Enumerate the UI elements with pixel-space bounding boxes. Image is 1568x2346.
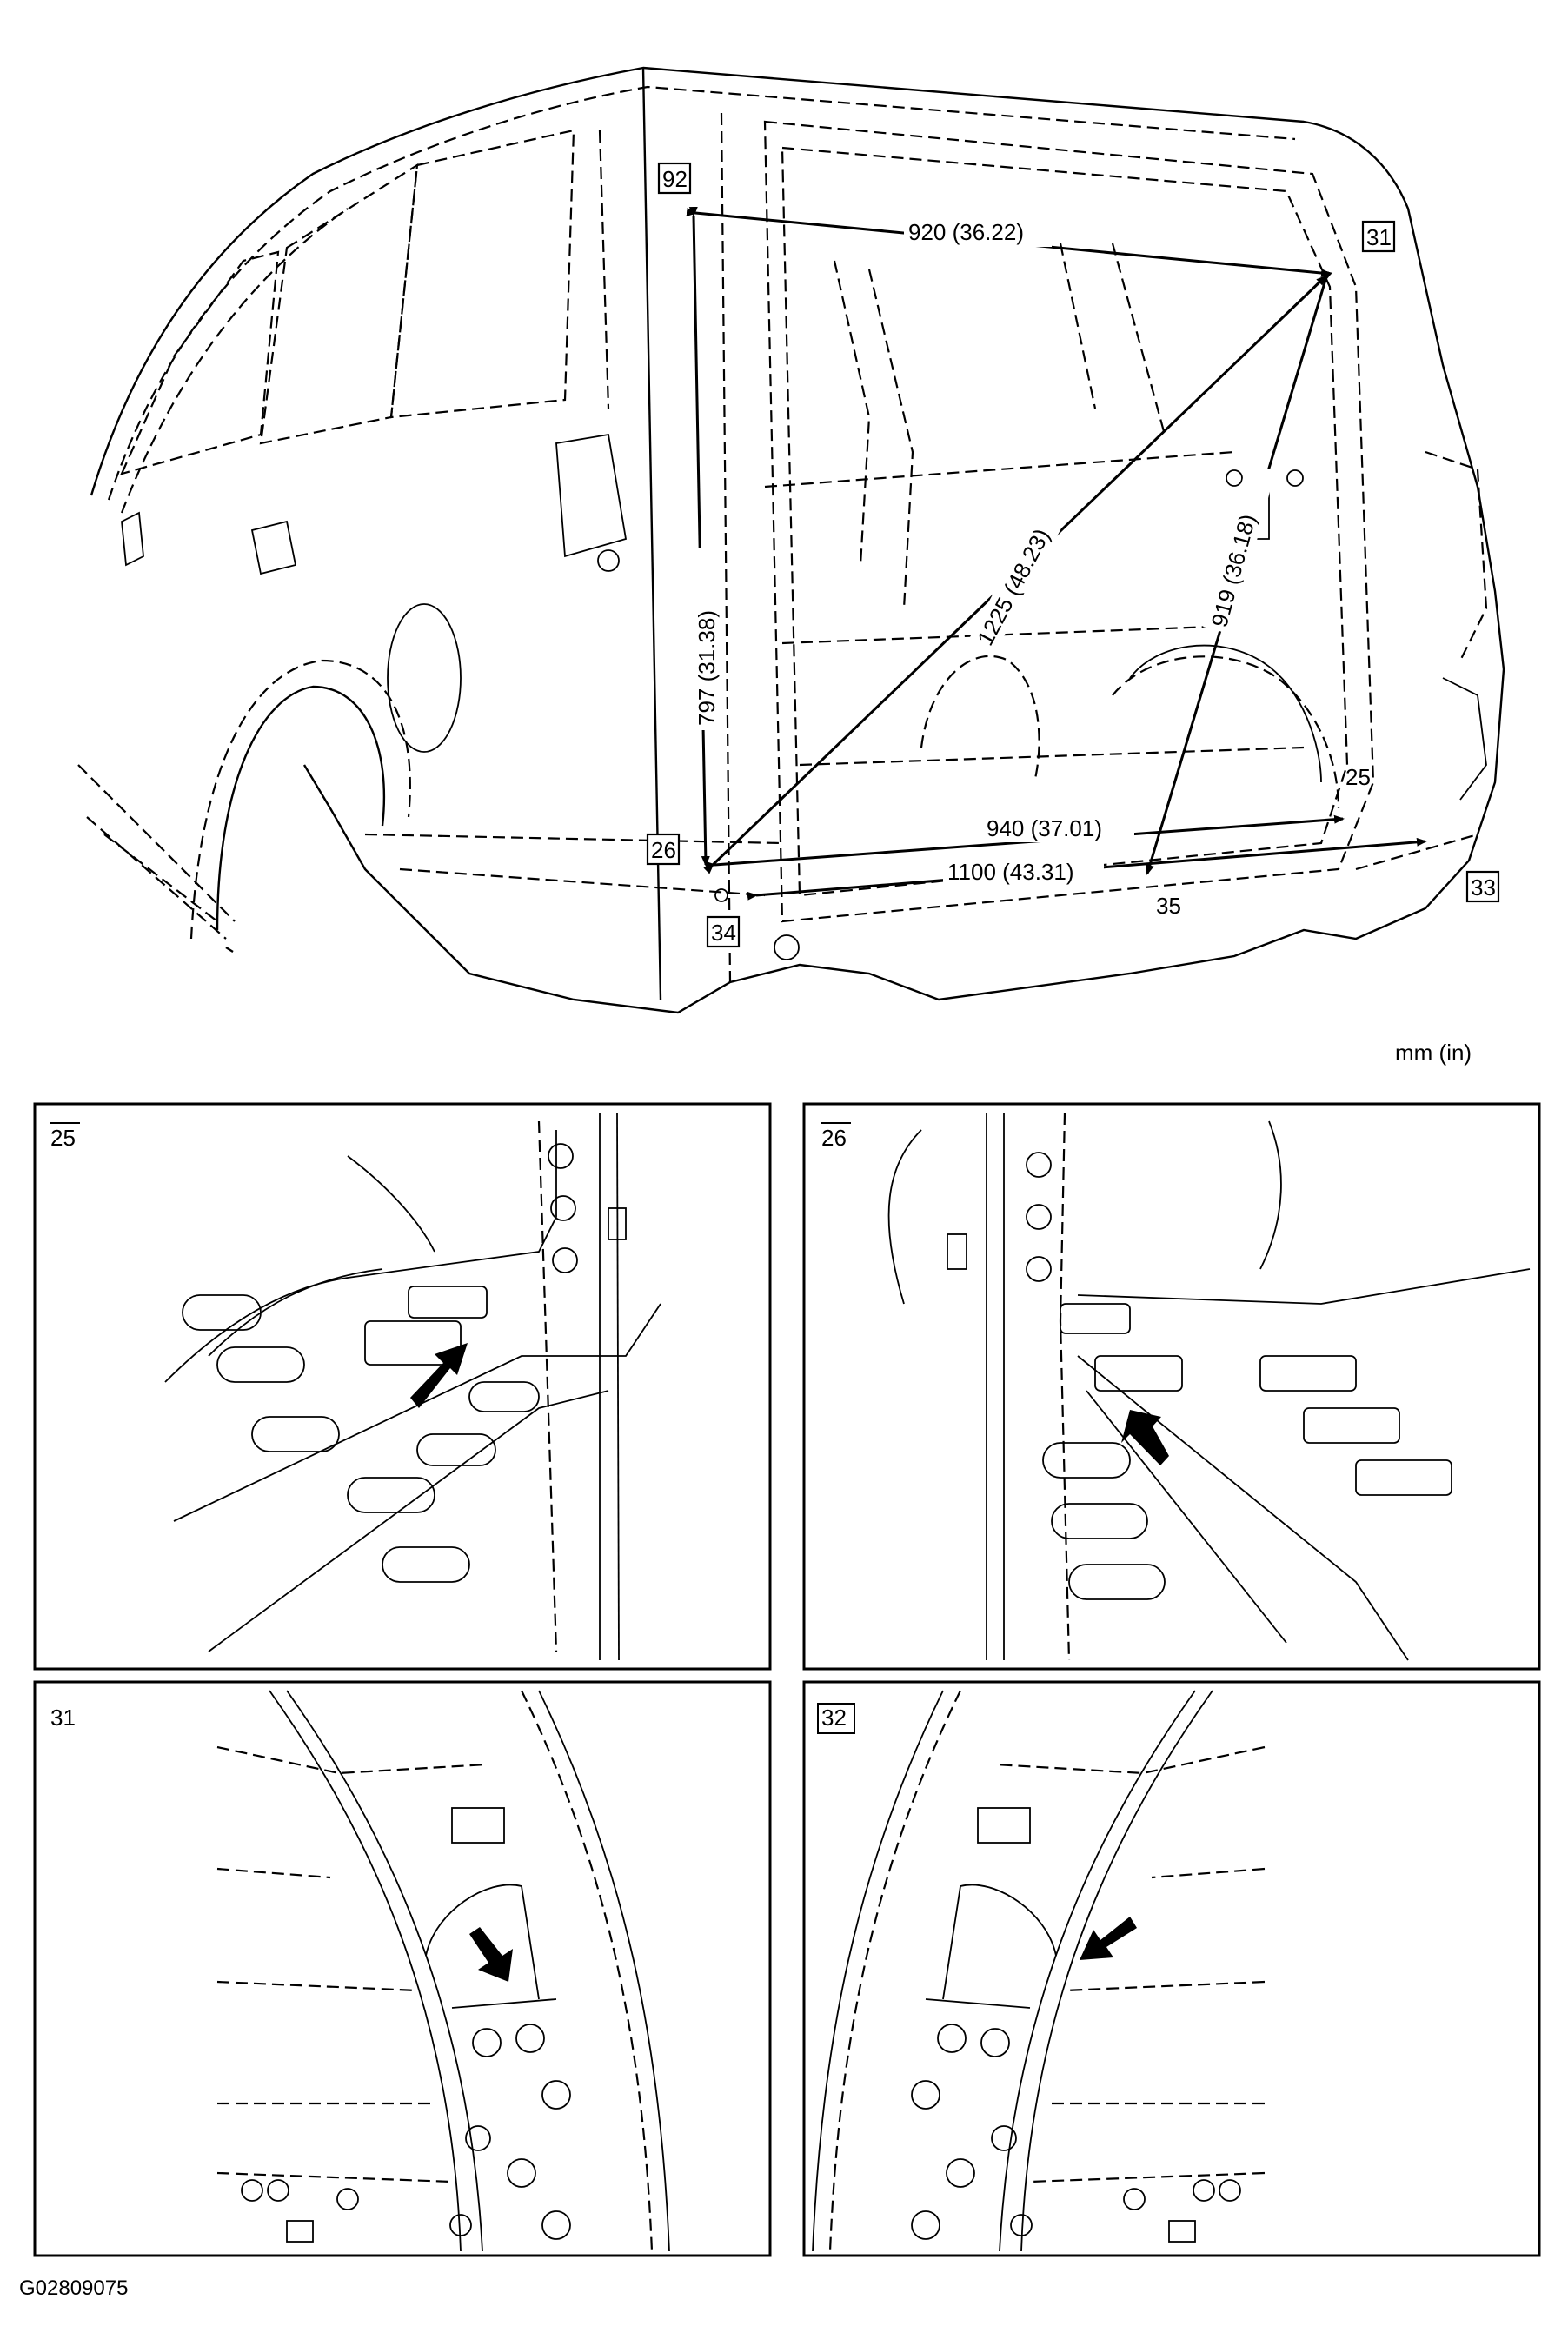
vehicle-outline-drawing (77, 66, 1505, 1014)
arrow-pointer-31 (469, 1927, 513, 1982)
measure-label-919: 919 (36.18) (1206, 511, 1260, 629)
measure-label-940: 940 (37.01) (987, 815, 1102, 841)
point-label-26: 26 (651, 837, 676, 863)
measure-line-797 (688, 206, 710, 867)
figure-code: G02809075 (19, 2276, 128, 2300)
detail-panel-26-label: 26 (821, 1125, 847, 1151)
arrow-pointer-32 (1080, 1917, 1137, 1960)
arrow-pointer-26 (1121, 1410, 1169, 1465)
detail-panel-25-label: 25 (50, 1125, 76, 1151)
measure-label-797: 797 (31.38) (694, 610, 720, 726)
measurement-lines (686, 206, 1427, 901)
detail-panel-25: 25 (33, 1102, 772, 1671)
units-label: mm (in) (1395, 1040, 1472, 1066)
point-label-31: 31 (1366, 224, 1392, 250)
detail-panel-32: 32 (802, 1680, 1541, 2257)
detail-panel-26: 26 (802, 1102, 1541, 1671)
point-label-35: 35 (1156, 893, 1181, 919)
measure-label-1100: 1100 (43.31) (947, 859, 1074, 885)
measurement-labels: 920 (36.22) 797 (31.38) 1225 (48.23) 919… (692, 217, 1276, 886)
detail-panel-32-label: 32 (821, 1705, 847, 1731)
point-label-25: 25 (1345, 764, 1371, 790)
point-label-92: 92 (662, 166, 688, 192)
detail-panel-31: 31 (33, 1680, 772, 2257)
measure-label-1225: 1225 (48.23) (972, 524, 1055, 649)
point-label-34: 34 (711, 920, 736, 946)
arrow-pointer-25 (410, 1343, 468, 1408)
point-label-33: 33 (1471, 874, 1496, 901)
point-labels: 92 31 26 25 34 35 33 (646, 162, 1500, 948)
measure-label-920: 920 (36.22) (908, 219, 1024, 245)
detail-panel-31-label: 31 (50, 1705, 76, 1731)
